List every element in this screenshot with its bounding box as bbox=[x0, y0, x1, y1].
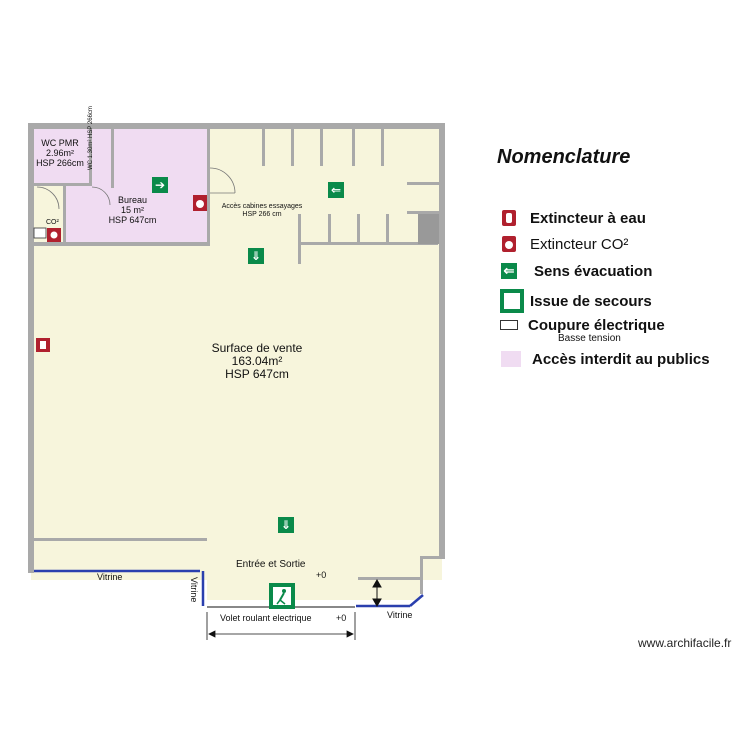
co2-tag: CO² bbox=[46, 219, 59, 226]
room-area: 15 m² bbox=[120, 204, 144, 215]
volet-label: Volet roulant electrique bbox=[220, 613, 312, 623]
evacuation-arrow-icon: ⇓ bbox=[248, 248, 264, 264]
room-entree-label: Entrée et Sortie bbox=[236, 559, 305, 570]
room-name: Accès cabines essayages bbox=[221, 203, 303, 210]
legend-item: Coupure électrique bbox=[500, 313, 665, 337]
vitrines bbox=[34, 569, 424, 608]
emergency-exit-icon bbox=[500, 289, 524, 313]
legend-label: Sens évacuation bbox=[534, 262, 653, 280]
room-vente-label: Surface de vente 163.04m² HSP 647cm bbox=[197, 341, 317, 382]
water-extinguisher-icon bbox=[36, 338, 50, 352]
svg-text:➔: ➔ bbox=[155, 178, 165, 192]
step-dimension bbox=[372, 578, 382, 608]
room-area: 163.04m² bbox=[231, 354, 283, 369]
room-area: 2.96m² bbox=[45, 147, 74, 158]
room-wc-pmr-label: WC PMR 2.96m² HSP 266cm bbox=[34, 138, 86, 169]
legend-item: Issue de secours bbox=[500, 289, 652, 313]
room-area: 1.30m² bbox=[88, 139, 94, 159]
room-hsp: HSP 647cm bbox=[225, 367, 289, 382]
doors bbox=[36, 167, 236, 210]
legend-label: Extincteur CO² bbox=[530, 235, 629, 253]
volet-dimension bbox=[206, 612, 356, 640]
svg-text:⇓: ⇓ bbox=[281, 518, 291, 532]
legend-label: Extincteur à eau bbox=[530, 209, 646, 227]
room-name: Bureau bbox=[117, 195, 148, 205]
restricted-area-swatch bbox=[500, 350, 522, 368]
room-cabines-label: Accès cabines essayages HSP 266 cm bbox=[212, 203, 312, 218]
evacuation-arrow-icon: ⇓ bbox=[278, 517, 294, 533]
room-hsp: HSP 266cm bbox=[36, 157, 84, 168]
legend-item: Extincteur à eau bbox=[500, 206, 646, 230]
co2-extinguisher-icon bbox=[47, 228, 61, 242]
legend-label: Coupure électrique bbox=[528, 316, 665, 334]
vitrine-right-label: Vitrine bbox=[387, 610, 413, 620]
room-hsp: HSP 266cm bbox=[88, 106, 94, 138]
legend-sublabel: Basse tension bbox=[558, 333, 621, 344]
svg-text:⇐: ⇐ bbox=[331, 183, 341, 197]
legend-title: Nomenclature bbox=[497, 146, 631, 168]
legend-label: Issue de secours bbox=[530, 292, 652, 310]
vitrine-vertical-label: Vitrine bbox=[189, 577, 199, 603]
legend-item: Extincteur CO² bbox=[500, 232, 628, 256]
room-name: Entrée et Sortie bbox=[236, 559, 306, 570]
room-hsp: HSP 266 cm bbox=[242, 210, 282, 218]
room-name: WC PMR bbox=[41, 138, 79, 148]
emergency-exit-icon bbox=[269, 583, 295, 609]
volet-level: +0 bbox=[336, 613, 347, 623]
legend-item: ⇐ Sens évacuation bbox=[500, 259, 652, 283]
room-name: WC bbox=[88, 160, 94, 170]
entree-level: +0 bbox=[316, 570, 327, 580]
evacuation-arrow-icon: ➔ bbox=[152, 177, 168, 193]
evacuation-arrow-icon: ⇐ bbox=[328, 182, 344, 198]
room-wc-small-label: WC 1.30m² HSP 266cm bbox=[88, 106, 95, 170]
legend-label: Accès interdit au publics bbox=[532, 350, 710, 368]
svg-text:⇓: ⇓ bbox=[251, 249, 261, 263]
walls bbox=[28, 123, 445, 594]
room-bureau-label: Bureau 15 m² HSP 647cm bbox=[100, 195, 165, 226]
website-credit: www.archifacile.fr bbox=[638, 636, 732, 650]
vitrine-left-label: Vitrine bbox=[97, 572, 123, 582]
co2-extinguisher-icon bbox=[500, 235, 518, 253]
room-name: Surface de vente bbox=[211, 341, 303, 355]
evacuation-arrow-icon: ⇐ bbox=[500, 262, 518, 280]
legend-item: Accès interdit au publics bbox=[500, 347, 710, 371]
entrance-floor bbox=[207, 558, 420, 600]
power-cutoff-icon bbox=[500, 316, 518, 334]
co2-extinguisher-icon bbox=[193, 195, 207, 211]
power-cutoff-icon bbox=[33, 227, 47, 239]
water-extinguisher-icon bbox=[500, 209, 518, 227]
room-hsp: HSP 647cm bbox=[108, 214, 157, 225]
